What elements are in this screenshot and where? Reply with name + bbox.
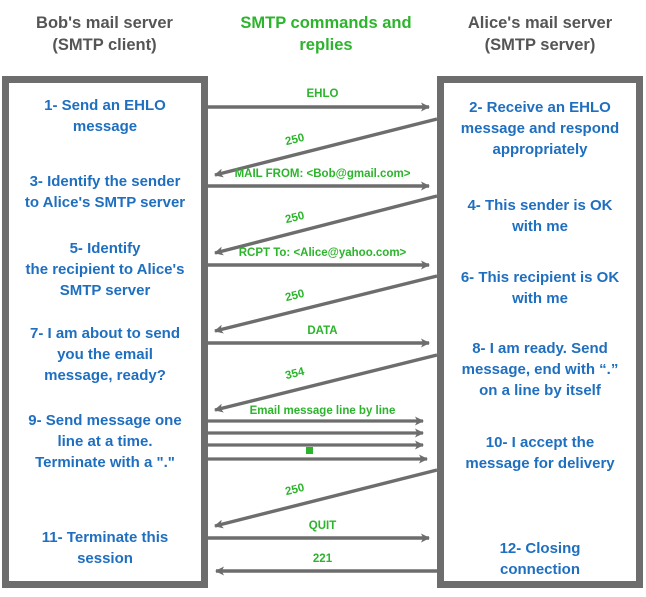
client-step-7: 7- I am about to send you the email mess… (29, 325, 180, 384)
client-step-9: 9- Send message one line at a time. Term… (28, 412, 182, 471)
arrow-250-c (214, 274, 437, 334)
label-mail-from: MAIL FROM: <Bob@gmail.com> (234, 168, 411, 180)
label-data: DATA (307, 325, 338, 337)
server-step-2: 2- Receive an EHLO message and respond a… (460, 99, 620, 158)
label-ehlo: EHLO (306, 88, 339, 100)
server-step-6: 6- This recipient is OK with me (460, 269, 620, 307)
client-step-11: 11- Terminate this session (41, 529, 169, 567)
client-panel: 1- Send an EHLO message 3- Identify the … (2, 76, 208, 588)
arrow-250-d (214, 468, 437, 529)
label-rcpt-to: RCPT To: <Alice@yahoo.com> (238, 247, 407, 259)
client-panel-inner: 1- Send an EHLO message 3- Identify the … (9, 83, 201, 581)
server-panel-inner: 2- Receive an EHLO message and respond a… (444, 83, 636, 581)
heading-server: Alice's mail server (SMTP server) (467, 14, 613, 54)
arrow-250-a (214, 117, 437, 178)
label-221: 221 (312, 553, 333, 565)
message-terminator-dot-icon (306, 447, 313, 454)
server-panel: 2- Receive an EHLO message and respond a… (437, 76, 643, 588)
heading-client: Bob's mail server (SMTP client) (36, 14, 173, 54)
arrow-354 (214, 353, 437, 413)
message-flow-area: EHLO 250 MAIL FROM: <Bob@gmail.com> 250 … (208, 76, 437, 588)
label-email-message: Email message line by line (249, 405, 396, 417)
client-step-3: 3- Identify the sender to Alice's SMTP s… (24, 173, 186, 211)
arrow-250-b (214, 194, 437, 256)
client-step-5: 5- Identify the recipient to Alice's SMT… (25, 240, 185, 299)
label-quit: QUIT (308, 520, 337, 532)
server-step-12: 12- Closing connection (499, 540, 581, 578)
heading-commands: SMTP commands and replies (240, 14, 412, 54)
arrow-layer (208, 102, 437, 576)
server-step-8: 8- I am ready. Send message, end with “.… (461, 340, 619, 399)
client-step-1: 1- Send an EHLO message (44, 97, 166, 135)
server-step-10: 10- I accept the message for delivery (465, 434, 615, 472)
server-step-4: 4- This sender is OK with me (467, 197, 613, 235)
